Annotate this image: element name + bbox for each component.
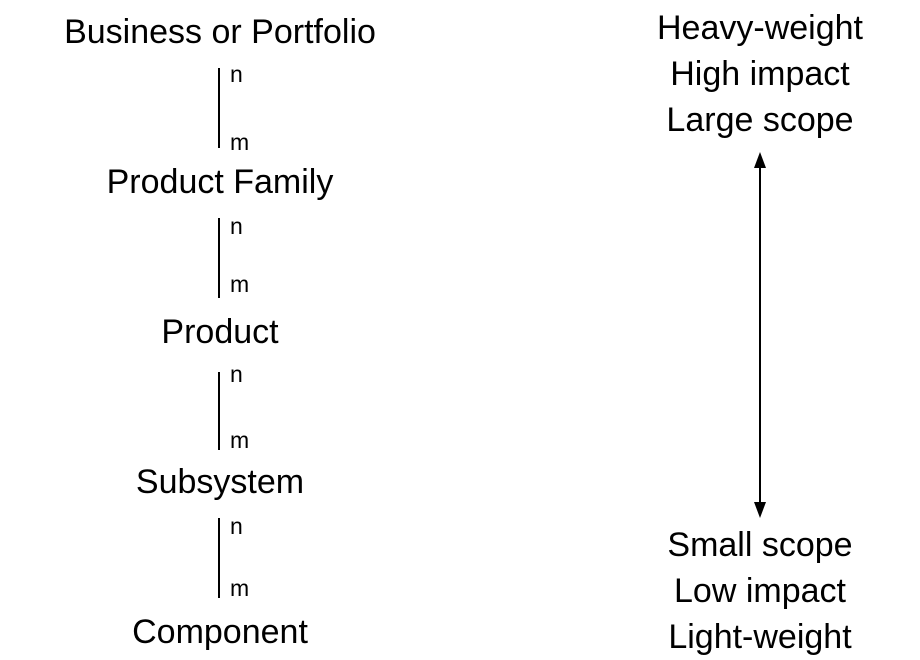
double-headed-arrow bbox=[754, 152, 766, 518]
multiplicity-m: m bbox=[230, 271, 250, 297]
arrow-head-up bbox=[754, 152, 766, 168]
scale-label-small-scope: Small scope bbox=[667, 526, 853, 564]
arrow-head-down bbox=[754, 502, 766, 518]
connector-line bbox=[218, 518, 220, 598]
scale-label-low-impact: Low impact bbox=[674, 572, 846, 610]
scale-bottom-labels: Small scope Low impact Light-weight bbox=[667, 522, 852, 660]
connector-line bbox=[218, 218, 220, 298]
multiplicity-n: n bbox=[230, 513, 243, 539]
level-component: Component bbox=[132, 613, 308, 651]
multiplicity-n: n bbox=[230, 61, 243, 87]
scale-label-light-weight: Light-weight bbox=[668, 618, 852, 656]
scale-label-high-impact: High impact bbox=[670, 55, 850, 93]
level-product-family: Product Family bbox=[106, 163, 334, 201]
multiplicity-m: m bbox=[230, 575, 250, 601]
multiplicity-n: n bbox=[230, 213, 243, 239]
scale-label-heavy-weight: Heavy-weight bbox=[657, 9, 863, 47]
multiplicity-m: m bbox=[230, 129, 250, 155]
level-business-or-portfolio: Business or Portfolio bbox=[64, 13, 376, 51]
connector-line bbox=[218, 68, 220, 148]
scale-label-large-scope: Large scope bbox=[666, 101, 854, 139]
level-subsystem: Subsystem bbox=[135, 463, 305, 501]
multiplicity-n: n bbox=[230, 361, 243, 387]
connector-line bbox=[218, 372, 220, 450]
scale-top-labels: Heavy-weight High impact Large scope bbox=[657, 5, 863, 143]
level-product: Product bbox=[161, 313, 279, 351]
multiplicity-m: m bbox=[230, 427, 250, 453]
